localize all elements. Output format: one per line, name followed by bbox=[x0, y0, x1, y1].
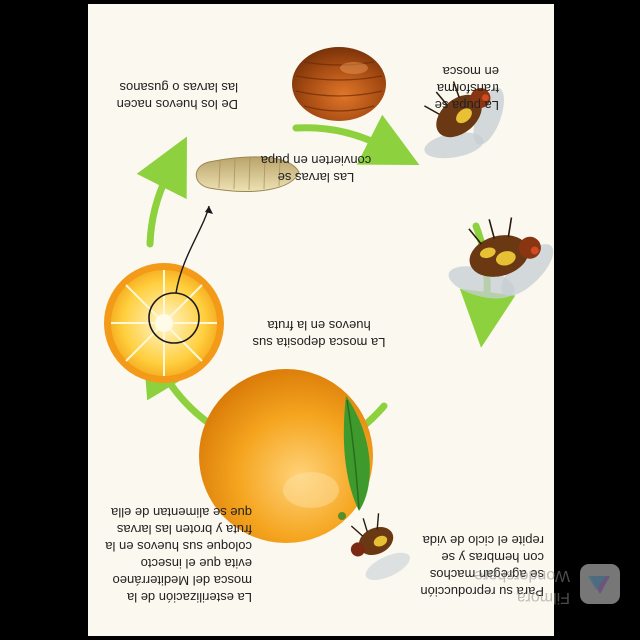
watermark: Filmora Wondershare bbox=[442, 546, 622, 616]
watermark-line2: Wondershare bbox=[474, 567, 570, 584]
larva bbox=[195, 155, 300, 192]
larva-highlight-circle bbox=[148, 292, 200, 344]
fly-laying-eggs bbox=[350, 513, 410, 580]
caption-larvae-to-pupa: Las larvas se convierten en pupa bbox=[260, 153, 372, 185]
cycle-illustration bbox=[104, 47, 554, 580]
orange-slice bbox=[104, 205, 224, 383]
arrow-pupa-to-adult bbox=[292, 114, 420, 166]
rotated-card: La mosca deposita sus huevos en la fruta… bbox=[88, 4, 554, 636]
caption-sterilization: La esterilización de la mosca del Medite… bbox=[105, 505, 252, 605]
arrow-larvae-to-pupa bbox=[136, 136, 187, 248]
pupa bbox=[292, 47, 386, 121]
whole-orange bbox=[199, 369, 373, 543]
caption-larvae-hatch: De los huevos nacen las larvas o gusanos bbox=[116, 80, 238, 112]
adult-fly-lower bbox=[424, 81, 504, 159]
adult-fly-upper bbox=[448, 217, 554, 299]
watermark-line1: Filmora bbox=[516, 589, 570, 606]
life-cycle-sheet: La mosca deposita sus huevos en la fruta… bbox=[88, 4, 554, 636]
caption-fly-lays-eggs: La mosca deposita sus huevos en la fruta bbox=[252, 318, 386, 350]
filmora-logo-icon bbox=[580, 564, 620, 604]
caption-pupa-to-fly: La pupa se transforma en mosca bbox=[434, 64, 499, 113]
